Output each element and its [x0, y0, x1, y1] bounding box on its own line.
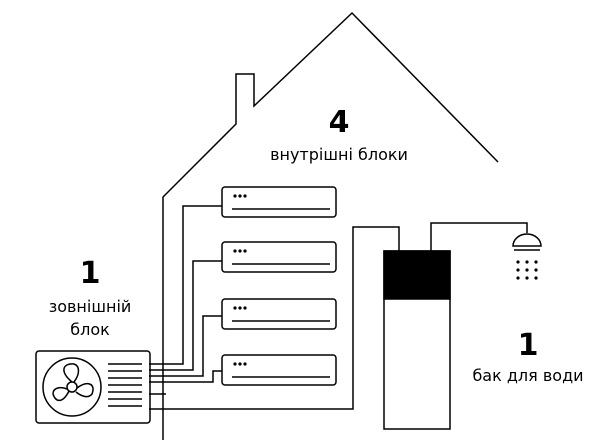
- indoor-label: внутрішні блоки: [270, 145, 408, 164]
- shower-icon: [512, 233, 542, 280]
- tank-count: 1: [518, 328, 539, 363]
- pipes: [149, 205, 528, 410]
- indoor-unit: [221, 354, 337, 386]
- outdoor-count: 1: [80, 256, 101, 291]
- tank-label: бак для води: [472, 366, 583, 385]
- water-tank: [383, 250, 451, 430]
- indoor-count: 4: [329, 105, 350, 140]
- indoor-unit: [221, 186, 337, 218]
- outdoor-label-line2: блок: [70, 320, 110, 339]
- indoor-unit: [221, 241, 337, 273]
- house-outline: [162, 11, 499, 440]
- indoor-unit: [221, 298, 337, 330]
- outdoor-label-line1: зовнішній: [49, 297, 132, 316]
- outdoor-unit: [35, 350, 151, 424]
